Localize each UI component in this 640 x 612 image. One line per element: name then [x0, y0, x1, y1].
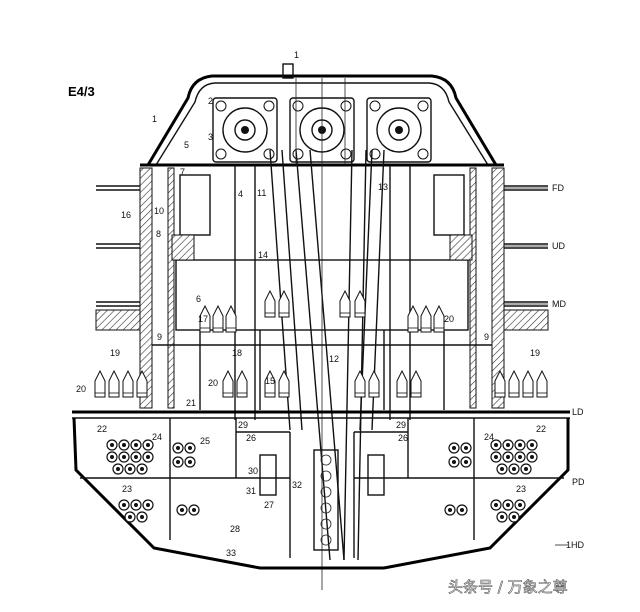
- callout-19: 19: [110, 348, 120, 358]
- watermark: 头条号 / 万象之尊: [448, 578, 568, 596]
- callout-26-right: 26: [398, 433, 408, 443]
- callout-23: 23: [122, 484, 132, 494]
- callout-15: 15: [265, 376, 275, 386]
- callout-20: 20: [76, 384, 86, 394]
- callout-22: 22: [97, 424, 107, 434]
- central-hoist: [259, 449, 385, 551]
- callout-3: 3: [208, 132, 213, 142]
- callout-9: 9: [157, 332, 162, 342]
- callout-32: 32: [292, 480, 302, 490]
- lower-hull: [72, 410, 570, 570]
- deck-label-pd: PD: [572, 477, 585, 487]
- shell-racks: [94, 290, 548, 398]
- callout-33: 33: [226, 548, 236, 558]
- callout-6: 6: [196, 294, 201, 304]
- deck-label-hd: 1HD: [566, 540, 585, 550]
- deck-leaders: [504, 187, 568, 546]
- callout-11: 11: [257, 188, 266, 198]
- callout-25: 25: [200, 436, 210, 446]
- callout-26: 26: [246, 433, 256, 443]
- barbette-walls: [95, 167, 549, 409]
- callout-29: 29: [238, 420, 248, 430]
- callout-31: 31: [246, 486, 256, 496]
- callout-17: 17: [198, 314, 208, 324]
- callout-28: 28: [230, 524, 240, 534]
- callout-30: 30: [248, 466, 258, 476]
- callout-16: 16: [121, 210, 131, 220]
- callout-12: 12: [329, 354, 339, 364]
- callout-20-right: 20: [444, 314, 454, 324]
- callout-21: 21: [186, 398, 196, 408]
- callout-24: 24: [152, 432, 162, 442]
- callout-9-right: 9: [484, 332, 489, 342]
- callout-23-right: 23: [516, 484, 526, 494]
- callout-14: 14: [258, 250, 268, 260]
- callout-5: 5: [184, 140, 189, 150]
- callout-18: 18: [232, 348, 242, 358]
- gun-mount-right: [366, 97, 432, 163]
- deck-label-fd: FD: [552, 183, 564, 193]
- deck-label-ud: UD: [552, 241, 565, 251]
- callout-10: 10: [154, 206, 164, 216]
- callout-29-right: 29: [396, 420, 406, 430]
- callout-2: 2: [208, 96, 213, 106]
- deck-label-ld: LD: [572, 407, 584, 417]
- diagram-title: E4/3: [68, 84, 95, 99]
- callout-7: 7: [180, 167, 185, 177]
- callout-24-right: 24: [484, 432, 494, 442]
- callout-22-right: 22: [536, 424, 546, 434]
- callout-20-mid: 20: [208, 378, 218, 388]
- callout-4: 4: [238, 189, 243, 199]
- callout-labels: 1 1 2 3 4 5 6 7 8 9 9 10 11 12 13 14 15 …: [76, 50, 546, 558]
- gun-mount-left: [212, 97, 278, 163]
- working-chambers: [152, 174, 492, 410]
- callout-1-left: 1: [152, 114, 157, 124]
- callout-8: 8: [156, 229, 161, 239]
- deck-label-md: MD: [552, 299, 566, 309]
- callout-1: 1: [294, 50, 299, 60]
- callout-19-right: 19: [530, 348, 540, 358]
- callout-27: 27: [264, 500, 274, 510]
- callout-13: 13: [378, 182, 388, 192]
